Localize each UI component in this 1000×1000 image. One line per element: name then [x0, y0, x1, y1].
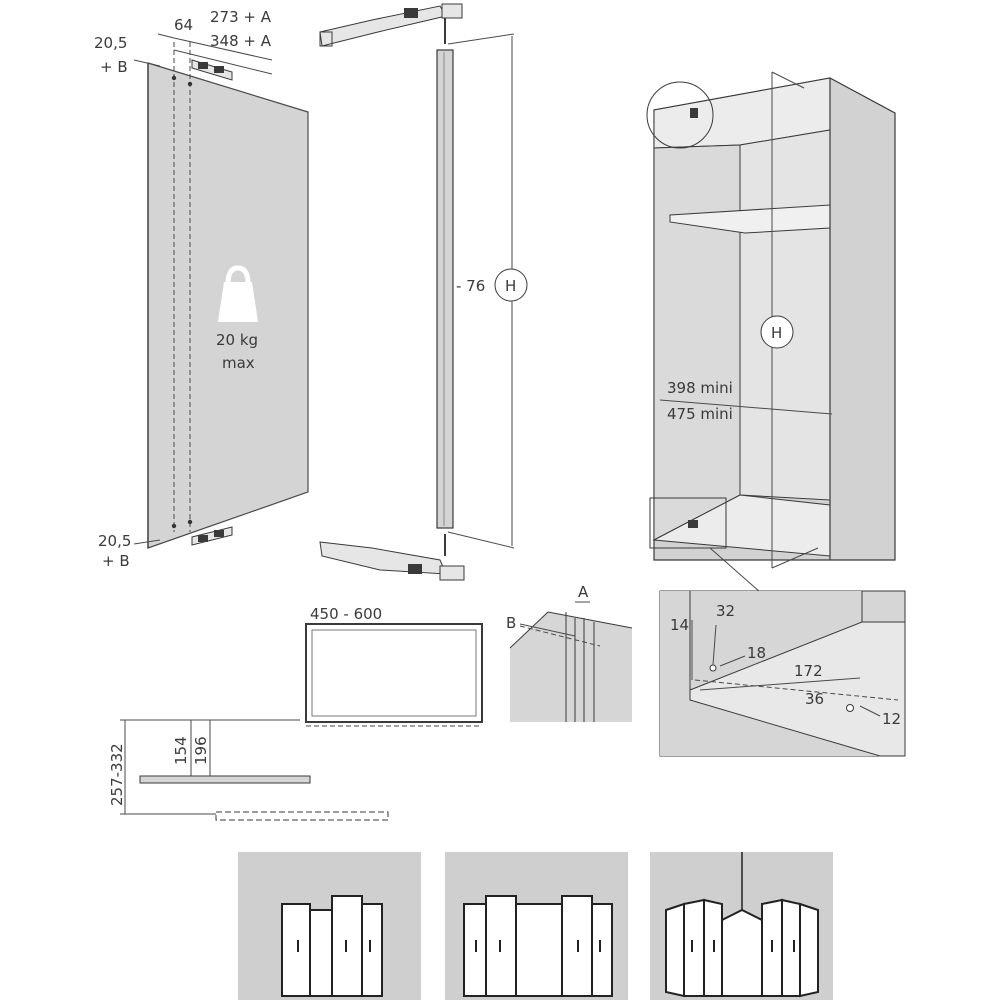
config-1-unit-1 — [309, 909, 333, 997]
top-view-frame — [305, 623, 483, 723]
dim-273-label: 273 + A — [210, 8, 272, 26]
dim32-line — [712, 624, 717, 666]
drill-hole-bottom-2 — [187, 519, 193, 525]
rail-h-badge — [494, 268, 528, 302]
detail-circle-top — [646, 81, 714, 149]
dim-line-273 — [173, 37, 273, 61]
cabinet-depth-1: 398 mini — [667, 379, 733, 397]
detail-12: 12 — [882, 710, 901, 728]
dim-20-top-label: 20,5 — [94, 34, 127, 52]
door-panel-group: 64 273 + A 348 + A 20,5 + B 20,5 + B 20 … — [94, 8, 309, 570]
section-edge-1 — [509, 611, 549, 649]
bottom-bracket-icon — [191, 526, 233, 546]
bottom-fitting-icon — [688, 520, 698, 528]
section-a-label: A — [578, 583, 589, 601]
cabinet-h-tick-bottom — [771, 547, 819, 569]
dim-348-label: 348 + A — [210, 32, 272, 50]
cabinet-back-wall — [739, 129, 831, 501]
cabinet-depth-2: 475 mini — [667, 405, 733, 423]
config-1-door-3 — [361, 903, 383, 997]
dim-line-348 — [173, 49, 273, 75]
cabinet-h-symbol: H — [771, 324, 782, 342]
bottom-runner-icon — [319, 534, 465, 581]
drill-hole-top — [171, 75, 177, 81]
rail-group: - 76 H — [319, 3, 528, 581]
top-runner-icon — [319, 3, 463, 47]
dim12-line — [859, 705, 881, 717]
drill-hole-bottom — [171, 523, 177, 529]
dim-line-64 — [157, 33, 175, 39]
dim-20-bottom-suffix: + B — [102, 552, 130, 570]
config-3-door-5 — [781, 898, 801, 997]
top-fitting-icon — [690, 108, 698, 118]
dim-20-bottom-label: 20,5 — [98, 532, 131, 550]
detail-axis — [694, 679, 899, 701]
section-wall — [510, 612, 632, 722]
detail-172: 172 — [794, 662, 823, 680]
detail-hole-2 — [846, 704, 854, 712]
config-2-unit — [515, 903, 563, 997]
config-3-door-1 — [665, 902, 685, 998]
section-group: A B — [506, 583, 633, 722]
cabinet-h-badge — [760, 315, 794, 349]
detail-box-bottom — [649, 497, 727, 549]
cabinet-h-tick-top — [771, 71, 805, 89]
rail-length-label: - 76 — [456, 277, 485, 295]
dim172-line — [699, 677, 861, 691]
rail-h-symbol: H — [505, 277, 516, 295]
dim-64-label: 64 — [174, 16, 193, 34]
cabinet-group: H 398 mini 475 mini — [646, 71, 896, 593]
config-3-door-6 — [799, 902, 819, 998]
cabinet-shelf — [669, 204, 831, 234]
config-3 — [650, 852, 833, 1000]
detail-36: 36 — [805, 690, 824, 708]
cabinet-side-wall — [653, 144, 741, 541]
dim-20-top-suffix: + B — [100, 58, 128, 76]
rail-dim-top — [447, 33, 515, 45]
section-dash — [519, 625, 601, 647]
detail-hole-1 — [709, 664, 717, 672]
config-1-door-1 — [281, 903, 311, 997]
weight-label: 20 kg — [216, 331, 258, 349]
base-plate — [139, 775, 311, 784]
detail-leader — [709, 547, 761, 593]
dim196-label: 196 — [192, 736, 210, 765]
section-edge-2 — [547, 611, 633, 629]
dim-line-20-bottom — [133, 539, 161, 545]
b-dim-line — [519, 623, 576, 637]
config-2-door-4 — [591, 903, 613, 997]
range-label: 257-332 — [108, 743, 126, 806]
base-plate-dashed — [215, 811, 389, 821]
detail-14: 14 — [670, 616, 689, 634]
drill-hole-top-2 — [187, 81, 193, 87]
config-3-corner-unit — [721, 908, 763, 997]
top-bracket-icon — [191, 59, 233, 81]
top-view-inner — [311, 629, 477, 717]
section-b-label: B — [506, 614, 516, 632]
config-2 — [445, 852, 628, 1000]
dim154-label: 154 — [172, 736, 190, 765]
weight-note: max — [222, 354, 255, 372]
rail-profile — [436, 49, 454, 529]
config-1 — [238, 852, 421, 1000]
weight-icon — [218, 265, 258, 322]
detail-32: 32 — [716, 602, 735, 620]
top-view-group: 450 - 600 257-332 154 196 — [108, 605, 483, 821]
detail-18: 18 — [747, 644, 766, 662]
rail-dim-bottom — [447, 531, 515, 549]
config-3-door-2 — [683, 898, 705, 997]
cabinet-depth-line — [659, 399, 833, 415]
dim18-line — [719, 655, 746, 667]
detail-view-group: 14 32 18 172 36 12 — [659, 590, 906, 757]
dim-line-20-top — [133, 59, 161, 67]
top-view-width: 450 - 600 — [310, 605, 382, 623]
